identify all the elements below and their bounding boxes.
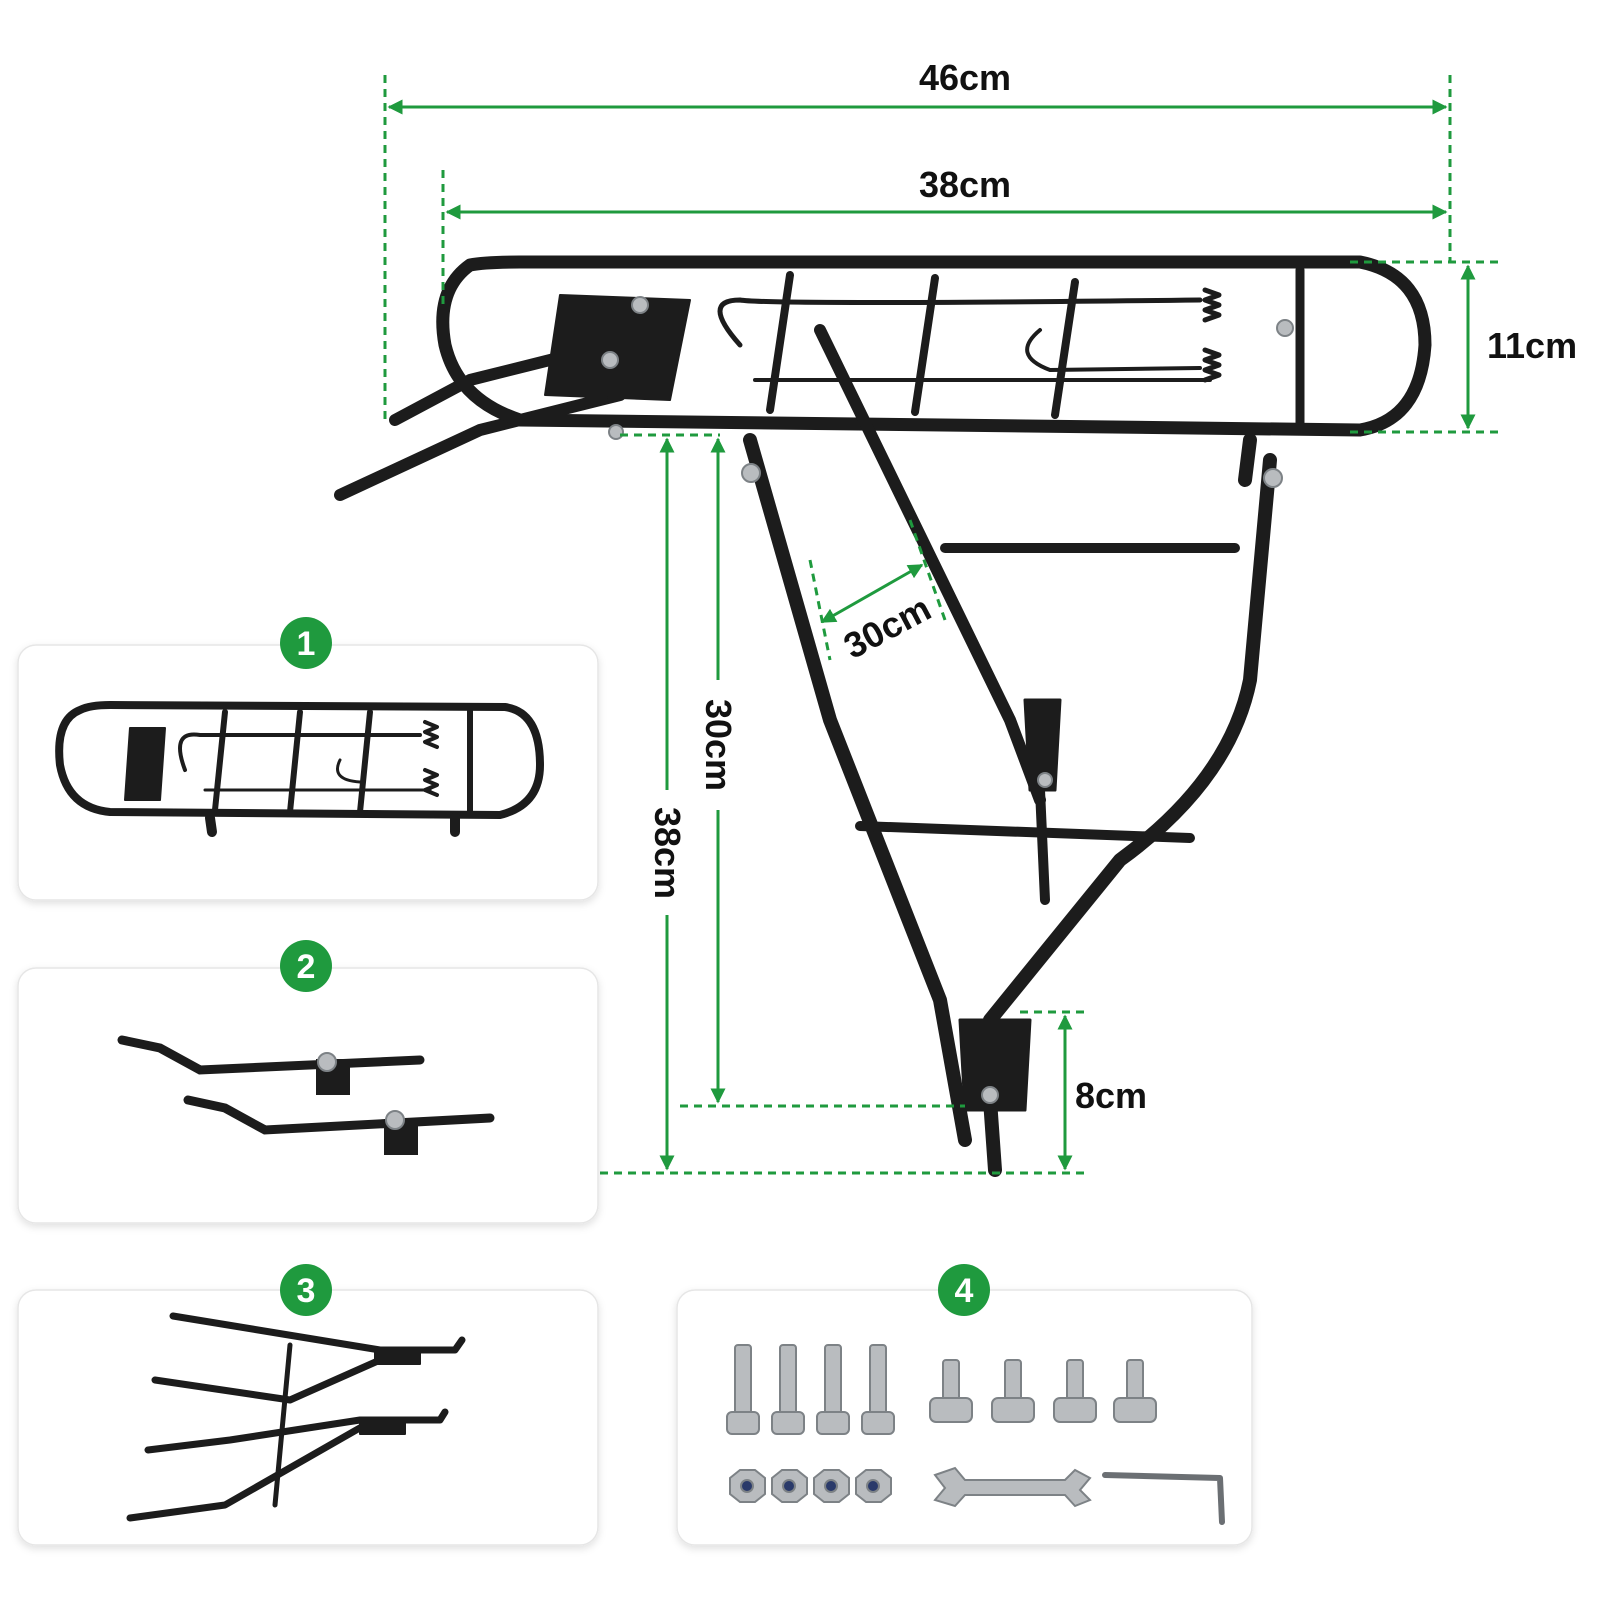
- lock-nuts: [729, 1469, 892, 1503]
- wrench-icon: [933, 1466, 1092, 1508]
- part-badge-2: [280, 940, 332, 992]
- part-badge-1: [280, 617, 332, 669]
- label-strut-spacing: 30cm: [837, 587, 938, 666]
- part-number-1: 1: [297, 625, 316, 663]
- main-rack-illustration: [334, 255, 1432, 1177]
- part-panel-4: 4: [676, 1264, 1253, 1546]
- part-panel-3: 3: [17, 1264, 599, 1546]
- part-badge-3: [280, 1264, 332, 1316]
- long-bolts: [726, 1344, 895, 1435]
- hex-key-icon: [1102, 1472, 1225, 1525]
- seatstay-arms-icon: [117, 1035, 495, 1155]
- support-legs-icon: [126, 1312, 466, 1522]
- label-total-length: 46cm: [919, 57, 1011, 98]
- label-foot-height: 8cm: [1075, 1075, 1147, 1116]
- part-number-2: 2: [297, 948, 316, 986]
- dimension-lines: [383, 75, 1500, 1175]
- short-bolts: [929, 1359, 1157, 1423]
- part-badge-4: [938, 1264, 990, 1316]
- label-inner-height: 30cm: [698, 699, 739, 791]
- label-platform-length: 38cm: [919, 164, 1011, 205]
- rack-platform-icon: [55, 701, 544, 837]
- label-platform-height: 11cm: [1487, 325, 1577, 366]
- hardware-kit-icon: [726, 1344, 1225, 1525]
- part-panel-1: 1: [17, 617, 599, 901]
- part-number-4: 4: [955, 1272, 974, 1310]
- part-panel-2: 2: [17, 940, 599, 1224]
- dim-30cm-strut-line: [820, 563, 924, 624]
- label-total-height: 38cm: [647, 807, 688, 899]
- part-number-3: 3: [297, 1272, 316, 1310]
